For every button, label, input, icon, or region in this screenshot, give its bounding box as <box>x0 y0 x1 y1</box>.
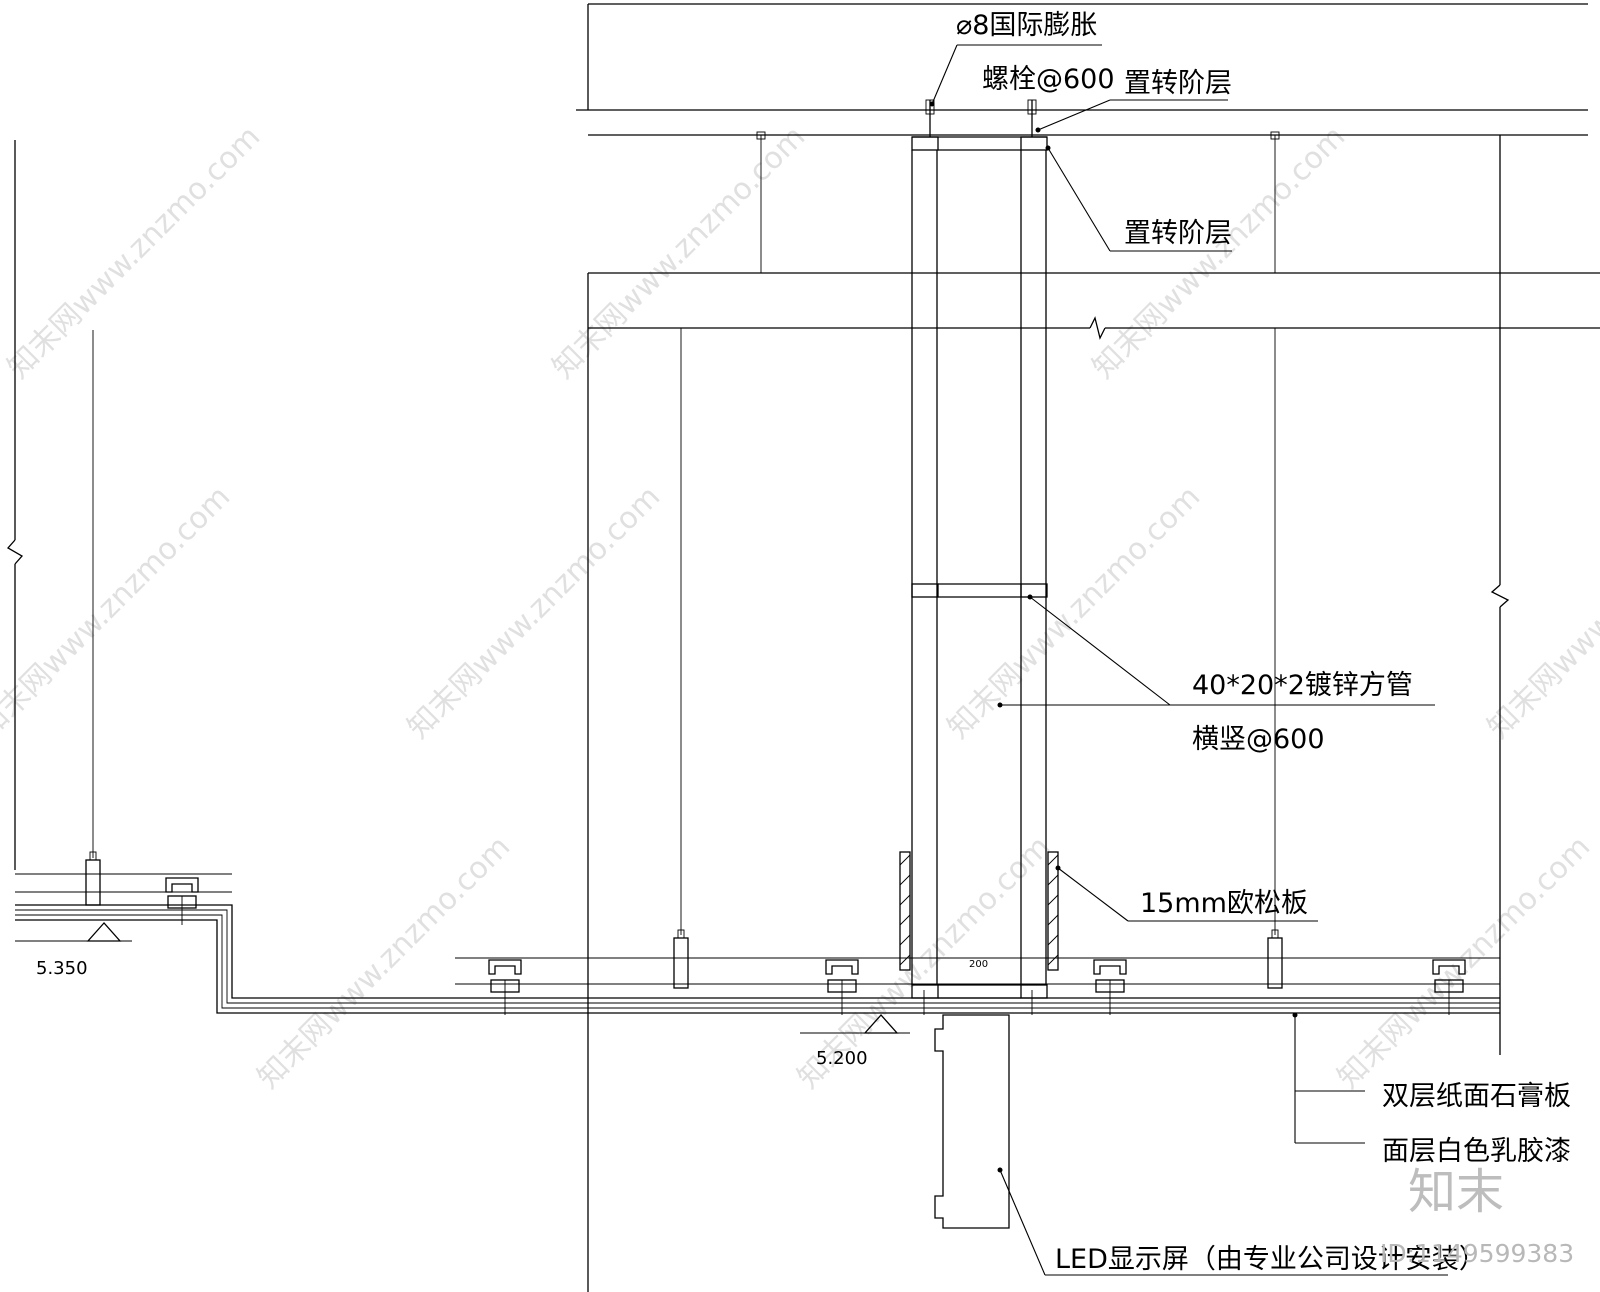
label-osb-board: 15mm欧松板 <box>1140 888 1308 919</box>
label-steel-tube-1: 40*20*2镀锌方管 <box>1192 670 1413 701</box>
label-led-screen: LED显示屏（由专业公司设计安装） <box>1055 1244 1486 1275</box>
watermark-text: 知末网www.znzmo.com <box>941 479 1207 745</box>
elevation-lower: 5.200 <box>816 1048 868 1069</box>
watermarks: 知末网www.znzmo.com 知末网www.znzmo.com 知末网www… <box>0 119 1600 1095</box>
left-wall <box>6 140 24 870</box>
watermark-text: 知末网www.znzmo.com <box>251 829 517 1095</box>
branding: 知末 ID:1149599383 <box>1380 1164 1574 1268</box>
hanger-rods <box>85 131 1283 989</box>
led-screen <box>934 1014 1010 1229</box>
label-latex-paint: 面层白色乳胶漆 <box>1382 1136 1571 1167</box>
leader-lines <box>929 44 1448 1276</box>
label-conversion-layer-mid: 置转阶层 <box>1124 218 1232 249</box>
dimension-label: 200 <box>969 959 988 970</box>
annotations: ⌀8国际膨胀 螺栓@600 置转阶层 置转阶层 40*20*2镀锌方管 横竖@6… <box>956 10 1571 1275</box>
steel-tube-frame: 200 <box>899 99 1059 999</box>
gypsum-ceiling <box>15 904 1500 1014</box>
label-conversion-layer-top: 置转阶层 <box>1124 68 1232 99</box>
image-id: ID:1149599383 <box>1380 1239 1574 1268</box>
label-steel-tube-2: 横竖@600 <box>1192 724 1325 755</box>
elevation-triangle <box>86 922 122 942</box>
structure-slab <box>576 3 1588 1055</box>
watermark-text: 知末网www.znzmo.com <box>0 479 237 745</box>
beam-outline <box>587 272 1600 1292</box>
ceiling-runners <box>15 873 1500 1015</box>
watermark-text: 知末网www.znzmo.com <box>1481 479 1600 745</box>
watermark-text: 知末网www.znzmo.com <box>1086 119 1352 385</box>
brand-logo: 知末 <box>1408 1164 1504 1220</box>
elevation-markers: 5.350 5.200 <box>15 922 910 1069</box>
watermark-text: 知末网www.znzmo.com <box>401 479 667 745</box>
watermark-text: 知末网www.znzmo.com <box>1 119 267 385</box>
watermark-text: 知末网www.znzmo.com <box>1331 829 1597 1095</box>
elevation-upper: 5.350 <box>36 958 88 979</box>
label-gypsum-board: 双层纸面石膏板 <box>1382 1081 1571 1112</box>
label-anchor-bolt-2: 螺栓@600 <box>982 64 1115 95</box>
watermark-text: 知末网www.znzmo.com <box>546 119 812 385</box>
label-anchor-bolt-1: ⌀8国际膨胀 <box>956 10 1097 41</box>
